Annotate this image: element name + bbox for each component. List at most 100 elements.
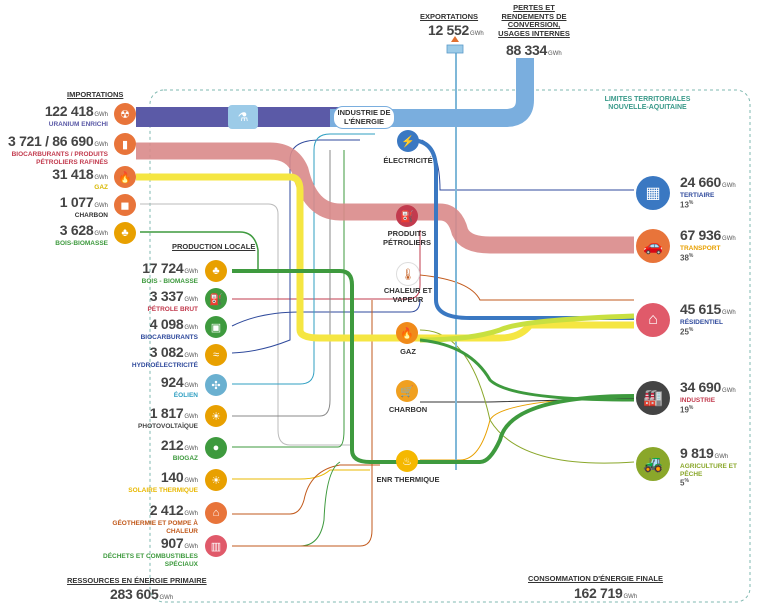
flow-dechets <box>232 461 341 547</box>
consumer-pct-value: 19 <box>680 405 689 415</box>
biogas-icon: ● <box>205 437 227 459</box>
consumer-pct-value: 25 <box>680 327 689 337</box>
consumer-value-row: 45 615GWh <box>680 301 758 319</box>
consumer-label: TRANSPORT <box>680 245 721 252</box>
local-value-row: 212GWh <box>92 437 198 455</box>
local-value-row: 3 082GWh <box>92 344 198 362</box>
local-label: HYDROÉLECTRICITÉ <box>131 362 198 369</box>
import-unit: GWh <box>94 231 108 237</box>
importations-header: IMPORTATIONS <box>67 90 124 99</box>
import-label: GAZ <box>94 184 108 191</box>
consumer-unit: GWh <box>722 236 736 242</box>
sun-panel-icon: ☀ <box>205 405 227 427</box>
biofuel-icon: ▣ <box>205 316 227 338</box>
consumer-label: INDUSTRIE <box>680 397 716 404</box>
local-value-row: 1 817GWh <box>92 405 198 423</box>
flow-geothermie <box>232 464 380 515</box>
oil-pump-icon: ⛽ <box>205 288 227 310</box>
import-value-row: 3 721 / 86 690GWh <box>0 133 108 151</box>
local-unit: GWh <box>184 478 198 484</box>
local-label: PÉTROLE BRUT <box>147 306 198 313</box>
flow-petroliers-import <box>136 142 634 254</box>
consumer-pct-value: 13 <box>680 200 689 210</box>
local-unit: GWh <box>184 446 198 452</box>
coal-cart-icon: ◼ <box>114 194 136 216</box>
thick-flows <box>136 58 635 464</box>
local-unit: GWh <box>184 511 198 517</box>
import-value-row: 31 418GWh <box>0 166 108 184</box>
flame-icon: 🔥 <box>396 322 418 344</box>
consumer-percent: 38% <box>680 253 758 263</box>
flow-solaire <box>232 469 370 480</box>
consumer-percent: 5% <box>680 478 758 488</box>
flow-dechets-2 <box>232 300 373 547</box>
local-label: ÉOLIEN <box>173 392 198 399</box>
import-value-row: 1 077GWh <box>0 194 108 212</box>
consommation-header: CONSOMMATION D'ÉNERGIE FINALE <box>528 574 663 583</box>
flow-pertes <box>330 58 534 127</box>
import-label: BIOCARBURANTS / PRODUITS PÉTROLIERS RAFI… <box>11 151 108 166</box>
factory-icon: 🏭 <box>636 381 670 415</box>
node-chaleur: CHALEUR ET VAPEUR <box>383 286 433 304</box>
exportations-header: EXPORTATIONS <box>420 12 479 21</box>
flow-elec-tertiaire <box>421 139 634 191</box>
import-label: BOIS-BIOMASSE <box>55 240 108 247</box>
consumer-unit: GWh <box>722 388 736 394</box>
consumer-unit: GWh <box>722 183 736 189</box>
consumer-value: 9 819 <box>680 445 714 461</box>
import-value: 31 418 <box>52 166 94 182</box>
flow-gaz-import <box>136 173 634 342</box>
local-value: 1 817 <box>149 405 184 421</box>
tractor-icon: 🚜 <box>636 447 670 481</box>
exportations-value: 12 552GWh <box>428 22 484 38</box>
local-value-row: 907GWh <box>92 535 198 553</box>
local-value: 907 <box>160 535 184 551</box>
flow-pv <box>232 150 331 417</box>
tree-icon: ♣ <box>205 260 227 282</box>
fuel-can-icon: ▮ <box>114 133 136 155</box>
tree-icon: ♣ <box>114 222 136 244</box>
local-label: BOIS - BIOMASSE <box>141 278 198 285</box>
node-charbon: CHARBON <box>388 405 428 414</box>
consumer-unit: GWh <box>722 310 736 316</box>
local-value-row: 17 724GWh <box>92 260 198 278</box>
consommation-value: 162 719GWh <box>574 585 638 601</box>
pertes-header: PERTES ET RENDEMENTS DE CONVERSION, USAG… <box>498 3 570 38</box>
flow-gaz-residentiel <box>419 313 635 343</box>
local-label: PHOTOVOLTAÏQUE <box>138 423 198 430</box>
local-unit: GWh <box>184 353 198 359</box>
flow-biogaz <box>232 150 345 448</box>
consumer-label: RÉSIDENTIEL <box>680 319 723 326</box>
flow-chaleur-out <box>419 274 634 301</box>
percent-sign: % <box>688 252 694 259</box>
house-icon: ⌂ <box>636 303 670 337</box>
local-value: 17 724 <box>142 260 184 276</box>
lightning-icon: ⚡ <box>397 130 419 152</box>
local-unit: GWh <box>184 544 198 550</box>
consumer-label: TERTIAIRE <box>680 192 715 199</box>
import-value-row: 122 418GWh <box>0 103 108 121</box>
fuel-pump-icon: ⛽ <box>396 205 418 227</box>
local-value-row: 140GWh <box>92 469 198 487</box>
consumer-value-row: 34 690GWh <box>680 379 758 397</box>
local-value-row: 3 337GWh <box>92 288 198 306</box>
local-value: 212 <box>160 437 184 453</box>
node-produits-petroliers: PRODUITS PÉTROLIERS <box>383 229 431 247</box>
thermometer-icon: 🌡 <box>396 262 420 286</box>
consumer-value: 67 936 <box>680 227 722 243</box>
percent-sign: % <box>688 326 694 333</box>
consumer-value-row: 9 819GWh <box>680 445 758 463</box>
local-value: 924 <box>160 374 184 390</box>
node-enr: EnR THERMIQUE <box>376 475 440 484</box>
local-value: 4 098 <box>149 316 184 332</box>
